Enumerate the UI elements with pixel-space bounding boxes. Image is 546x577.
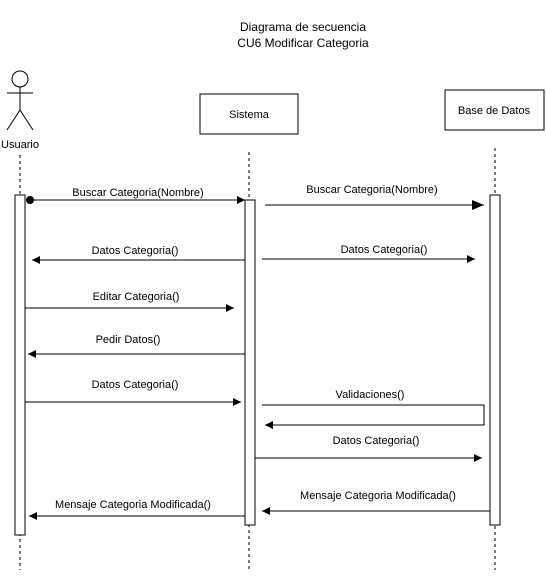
message-m1-label: Buscar Categoria(Nombre)	[72, 187, 203, 199]
message-m3: Datos Categoria()	[32, 245, 245, 264]
message-m2: Buscar Categoria(Nombre)	[265, 184, 484, 210]
message-m11-label: Mensaje Categoria Modificada()	[55, 499, 211, 511]
message-m7: Datos Categoria()	[25, 379, 241, 406]
message-m5: Editar Categoria()	[25, 291, 234, 312]
message-m4: Datos Categoria()	[262, 244, 475, 263]
participant-sistema-box	[199, 93, 299, 135]
diagram-title-line1: Diagrama de secuencia	[239, 20, 367, 34]
message-m10: Mensaje Categoria Modificada()	[262, 490, 490, 515]
message-m8: Validaciones()	[262, 389, 485, 429]
participant-sistema-label: Sistema	[229, 109, 270, 121]
message-m11: Mensaje Categoria Modificada()	[29, 499, 245, 520]
message-m8-label: Validaciones()	[336, 389, 405, 401]
activation-base-de-datos	[489, 194, 501, 526]
message-m6-label: Pedir Datos()	[96, 334, 161, 346]
message-m2-label: Buscar Categoria(Nombre)	[306, 184, 437, 196]
message-m7-label: Datos Categoria()	[92, 379, 179, 391]
message-m10-label: Mensaje Categoria Modificada()	[300, 490, 456, 502]
actor-usuario-label: Usuario	[1, 139, 39, 151]
actor-usuario-icon	[6, 70, 34, 131]
message-m6: Pedir Datos()	[28, 334, 245, 358]
activation-sistema	[244, 199, 256, 526]
message-m9: Datos Categoria()	[255, 435, 482, 462]
message-m5-label: Editar Categoria()	[93, 291, 180, 303]
message-m9-label: Datos Categoria()	[333, 435, 420, 447]
message-m4-label: Datos Categoria()	[341, 244, 428, 256]
diagram-title-line2: CU6 Modificar Categoria	[237, 36, 369, 50]
participant-base-de-datos-box	[444, 89, 545, 131]
activation-usuario	[14, 194, 26, 536]
participant-base-de-datos-label: Base de Datos	[458, 105, 531, 117]
message-m1: Buscar Categoria(Nombre)	[26, 187, 245, 204]
message-m3-label: Datos Categoria()	[92, 245, 179, 257]
